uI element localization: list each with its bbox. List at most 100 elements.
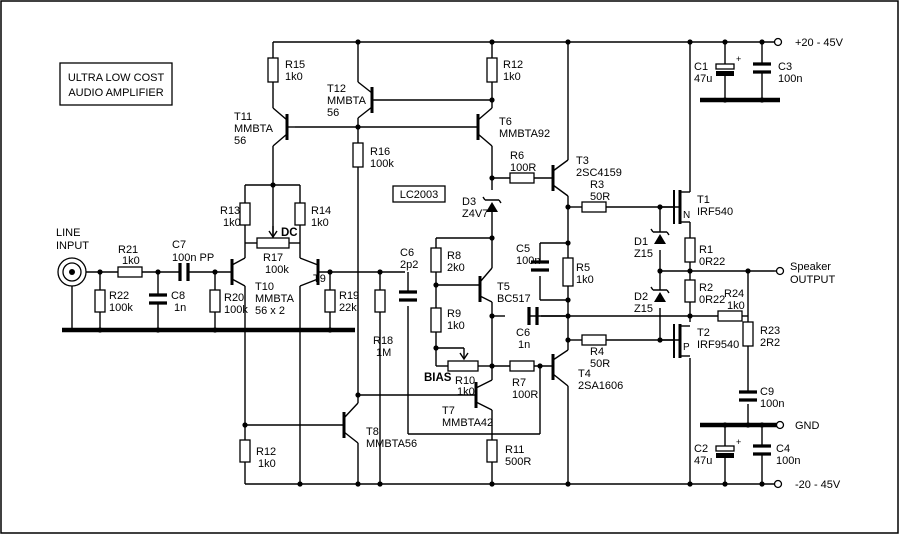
r22-name: R22	[109, 290, 129, 302]
bjt-symbols	[230, 81, 569, 444]
c4-name: C4	[776, 443, 790, 455]
c9-value: 100n	[760, 398, 784, 410]
r1-value: 0R22	[699, 256, 725, 268]
c7-name: C7	[172, 239, 186, 251]
resistor-labels: R15 1k0 R12 1k0 R16 100k R6 100R R3 50R …	[109, 59, 780, 470]
bias-label: BIAS	[424, 372, 452, 384]
t6-name: T6	[499, 116, 512, 128]
t11-type: MMBTA	[234, 123, 274, 135]
t4-name: T4	[578, 368, 591, 380]
t3-type: 2SC4159	[576, 167, 622, 179]
r12-bottom-value: 1k0	[258, 458, 276, 470]
r17-value: 100k	[265, 264, 289, 276]
r14-name: R14	[311, 205, 331, 217]
r21-name: R21	[118, 244, 138, 256]
c5-value: 100n	[516, 255, 540, 267]
c5-name: C5	[516, 243, 530, 255]
t2-channel-mark: P	[683, 342, 690, 353]
t1-type: IRF540	[697, 206, 733, 218]
capacitor-labels: C1 47u C3 100n C7 100n PP C8 1n C6 2p2 C…	[171, 61, 802, 467]
r13-value: 1k0	[223, 217, 241, 229]
r24-name: R24	[724, 288, 744, 300]
output-label-line1: Speaker	[790, 261, 831, 273]
t4-type: 2SA1606	[578, 380, 623, 392]
input-connector	[57, 257, 118, 330]
t1-name: T1	[697, 194, 710, 206]
r7-value: 100R	[512, 389, 538, 401]
c6-top-value: 2p2	[400, 259, 418, 271]
r12-top-value: 1k0	[503, 71, 521, 83]
chip-id: LC2003	[400, 189, 439, 201]
electrolytic-caps: + +	[715, 54, 741, 458]
r7-name: R7	[512, 377, 526, 389]
r21-value: 1k0	[122, 255, 140, 267]
dc-label: DC	[281, 227, 298, 239]
r5-name: R5	[576, 262, 590, 274]
r23-value: 2R2	[760, 337, 780, 349]
title-line1: ULTRA LOW COST	[68, 72, 165, 84]
r11-value: 500R	[505, 456, 531, 468]
title-line2: AUDIO AMPLIFIER	[68, 87, 163, 99]
junction-dots	[97, 39, 765, 487]
c2-name: C2	[694, 443, 708, 455]
svg-text:+: +	[736, 437, 741, 447]
r12-top-name: R12	[503, 59, 523, 71]
r10-name: R10	[455, 375, 475, 387]
c9-name: C9	[760, 386, 774, 398]
r6-name: R6	[510, 150, 524, 162]
t5-type: BC517	[497, 293, 531, 305]
r11-name: R11	[505, 444, 524, 456]
c8-value: 1n	[174, 302, 186, 314]
r12-bottom-name: R12	[256, 446, 276, 458]
t10-value: 56 x 2	[255, 305, 285, 317]
input-label-line2: INPUT	[56, 240, 89, 252]
r13-name: R13	[220, 205, 240, 217]
diodes	[482, 196, 670, 302]
t12-type: MMBTA	[327, 95, 367, 107]
r3-name: R3	[590, 179, 604, 191]
r9-value: 1k0	[447, 320, 465, 332]
c3-name: C3	[778, 61, 792, 73]
d1-name: D1	[634, 236, 648, 248]
t3-name: T3	[576, 155, 589, 167]
r5-value: 1k0	[576, 274, 594, 286]
input-label-line1: LINE	[56, 227, 80, 239]
r23-name: R23	[760, 325, 780, 337]
d2-name: D2	[634, 291, 648, 303]
r6-value: 100R	[510, 162, 536, 174]
t2-name: T2	[697, 327, 710, 339]
c2-value: 47u	[694, 455, 712, 467]
t9-name: T9	[313, 273, 326, 285]
mosfet-symbols	[660, 188, 691, 358]
transistor-labels: T11 MMBTA 56 T12 MMBTA 56 T6 MMBTA92 T3 …	[234, 83, 739, 450]
capacitor-plates	[149, 62, 771, 456]
t7-type: MMBTA42	[442, 417, 493, 429]
r22-value: 100k	[109, 302, 133, 314]
r10-value: 1k0	[457, 386, 475, 398]
d3-name: D3	[462, 196, 476, 208]
c8-name: C8	[171, 290, 185, 302]
chip-id-box: LC2003	[392, 185, 446, 203]
output-label-line2: OUTPUT	[790, 274, 836, 286]
t2-type: IRF9540	[697, 339, 739, 351]
c6-top-name: C6	[400, 247, 414, 259]
r16-value: 100k	[370, 158, 394, 170]
t12-value: 56	[327, 107, 339, 119]
r3-value: 50R	[590, 191, 610, 203]
t8-type: MMBTA56	[366, 438, 417, 450]
d1-value: Z15	[634, 248, 653, 260]
r20-value: 100k	[224, 304, 248, 316]
resistor-bodies	[94, 57, 754, 463]
r19-name: R19	[339, 290, 359, 302]
t7-name: T7	[442, 405, 455, 417]
r19-value: 22k	[339, 302, 357, 314]
c7-value: 100n PP	[172, 252, 214, 264]
diode-labels: D3 Z4V7 D1 Z15 D2 Z15	[462, 196, 653, 315]
t10-type: MMBTA	[255, 293, 295, 305]
r24-value: 1k0	[727, 300, 745, 312]
d3-value: Z4V7	[462, 208, 488, 220]
r2-value: 0R22	[699, 294, 725, 306]
r4-value: 50R	[590, 358, 610, 370]
t11-value: 56	[234, 135, 246, 147]
